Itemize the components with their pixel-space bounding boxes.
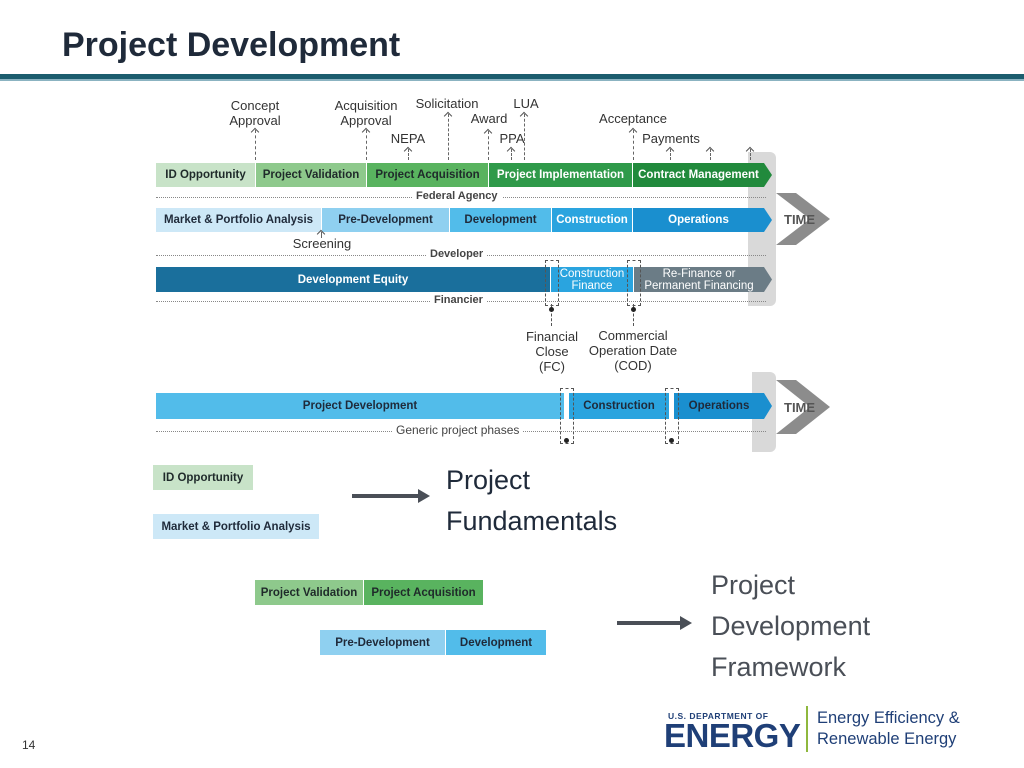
fundamentals-arrow-head — [418, 489, 430, 503]
time-label-bottom: TIME — [784, 400, 816, 415]
award-arrow — [488, 131, 489, 160]
developer-row-arrow-tip — [764, 208, 772, 232]
time-label-top: TIME — [784, 212, 816, 227]
generic-fc-bracket — [560, 388, 574, 444]
financier-label: Financier — [430, 294, 487, 306]
generic-phases-label: Generic project phases — [392, 423, 524, 437]
cod-bracket — [627, 260, 641, 306]
framework-arrow-line — [617, 621, 681, 625]
time-chevron-top — [776, 193, 830, 245]
milestone-solicitation: Solicitation — [415, 96, 479, 111]
milestone-acceptance: Acceptance — [599, 111, 667, 126]
generic-cod-dot — [669, 438, 674, 443]
title-rule — [0, 74, 1024, 79]
generic-cod-bracket — [665, 388, 679, 444]
federal-row-arrow-tip — [764, 163, 772, 187]
phase-refinance: Re-Finance or Permanent Financing — [634, 267, 764, 292]
legend-id-opportunity: ID Opportunity — [153, 465, 253, 490]
screening-arrow — [321, 232, 322, 238]
acquisition-approval-arrow — [366, 130, 367, 160]
page-number: 14 — [22, 738, 36, 752]
phase-contract-management: Contract Management — [633, 163, 764, 187]
milestone-nepa: NEPA — [390, 131, 426, 146]
screening-label: Screening — [292, 236, 352, 251]
phase-project-implementation: Project Implementation — [489, 163, 632, 187]
fc-marker-dot — [549, 307, 554, 312]
phase-project-acquisition: Project Acquisition — [367, 163, 488, 187]
project-fundamentals-text: Project Fundamentals — [446, 465, 618, 536]
generic-row-arrow-tip — [764, 393, 772, 419]
milestone-payments: Payments — [642, 131, 700, 146]
doe-logo-energy: ENERGY — [664, 717, 801, 754]
financier-row-arrow-tip — [764, 267, 772, 292]
phase-project-validation: Project Validation — [256, 163, 366, 187]
generic-project-development: Project Development — [156, 393, 564, 419]
concept-approval-arrow — [255, 130, 256, 160]
generic-fc-dot — [564, 438, 569, 443]
milestone-lua: LUA — [513, 96, 539, 111]
developer-label: Developer — [426, 248, 488, 260]
legend-market-portfolio-analysis: Market & Portfolio Analysis — [153, 514, 319, 539]
financial-close-label: Financial Close (FC) — [525, 329, 579, 374]
title-rule-light — [0, 79, 1024, 81]
cod-label: Commercial Operation Date (COD) — [588, 328, 678, 373]
phase-id-opportunity: ID Opportunity — [156, 163, 255, 187]
slide-title: Project Development — [62, 26, 401, 64]
legend-development: Development — [446, 630, 546, 655]
generic-construction: Construction — [569, 393, 669, 419]
project-development-framework-text: Project Development Framework — [711, 570, 871, 682]
solicitation-arrow — [448, 114, 449, 160]
milestone-concept-approval: Concept Approval — [229, 98, 281, 128]
phase-construction: Construction — [552, 208, 632, 232]
milestone-acquisition-approval: Acquisition Approval — [334, 98, 398, 128]
milestone-ppa: PPA — [499, 131, 525, 146]
ppa-arrow — [511, 149, 512, 160]
legend-project-acquisition: Project Acquisition — [364, 580, 483, 605]
eere-logo-text: Energy Efficiency & Renewable Energy — [817, 709, 960, 748]
payments-arrow-3 — [750, 149, 751, 160]
phase-construction-finance: Construction Finance — [551, 267, 633, 292]
payments-arrow-2 — [710, 149, 711, 160]
fc-bracket — [545, 260, 559, 306]
phase-operations: Operations — [633, 208, 764, 232]
lua-arrow — [524, 114, 525, 160]
time-chevron-bottom — [776, 380, 830, 434]
framework-arrow-head — [680, 616, 692, 630]
generic-operations: Operations — [674, 393, 764, 419]
phase-development-equity: Development Equity — [156, 267, 550, 292]
fundamentals-arrow-line — [352, 494, 420, 498]
legend-pre-development: Pre-Development — [320, 630, 445, 655]
nepa-arrow — [408, 149, 409, 160]
phase-pre-development: Pre-Development — [322, 208, 449, 232]
fc-marker-line — [551, 304, 552, 326]
federal-agency-label: Federal Agency — [412, 190, 502, 202]
payments-arrow-1 — [670, 149, 671, 160]
acceptance-arrow — [633, 130, 634, 160]
doe-logo-dept: U.S. DEPARTMENT OF — [668, 711, 769, 721]
logo-divider — [806, 706, 808, 752]
phase-market-portfolio-analysis: Market & Portfolio Analysis — [156, 208, 321, 232]
legend-project-validation: Project Validation — [255, 580, 363, 605]
milestone-award: Award — [470, 111, 508, 126]
cod-marker-dot — [631, 307, 636, 312]
cod-marker-line — [633, 304, 634, 326]
phase-development: Development — [450, 208, 551, 232]
